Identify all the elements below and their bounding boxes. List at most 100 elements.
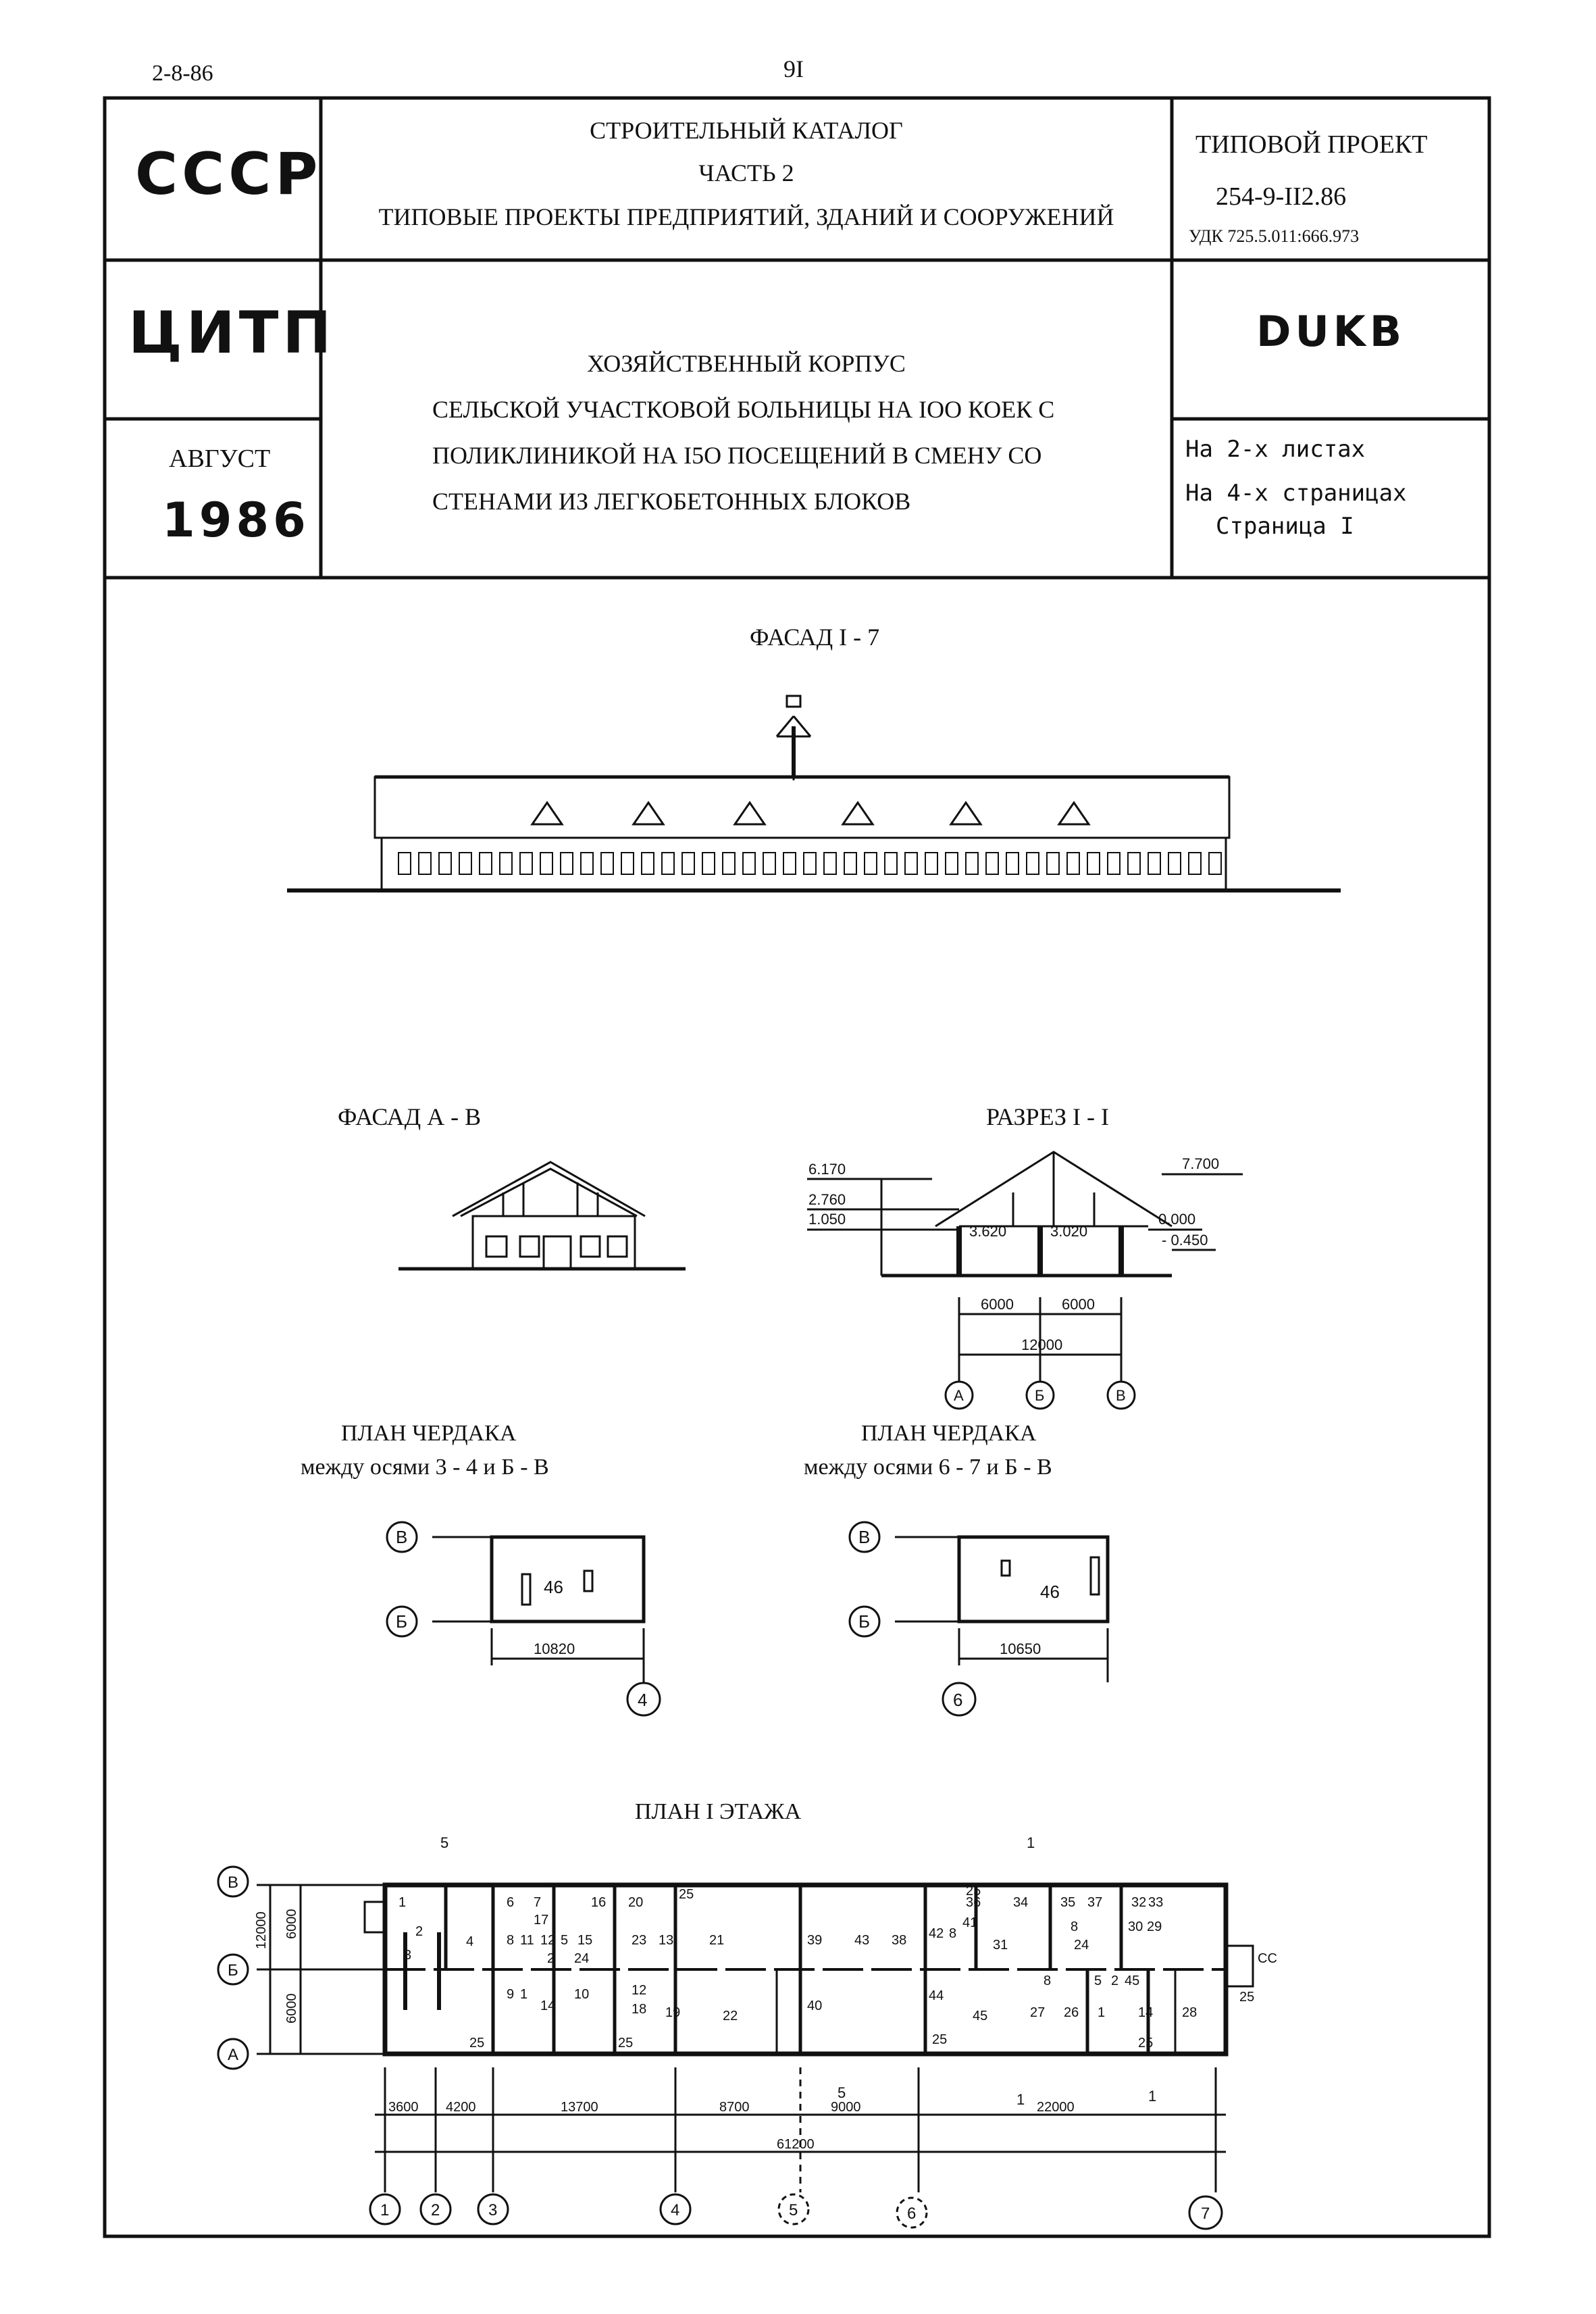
room-label: 4 — [466, 1934, 473, 1949]
cut-mark-1-top: 1 — [1027, 1834, 1035, 1851]
room-label: 15 — [577, 1933, 592, 1948]
issue-year: 1986 — [162, 493, 310, 548]
facade-window-26 — [904, 852, 918, 875]
attic1-dim: 10820 — [534, 1640, 575, 1657]
facade-window-24 — [864, 852, 877, 875]
facade-window-27 — [925, 852, 938, 875]
title-line-2: СЕЛЬСКОЙ УЧАСТКОВОЙ БОЛЬНИЦЫ НА IOO КОЕК… — [432, 396, 1055, 423]
facade-window-4 — [459, 852, 472, 875]
dim-6000-a: 6000 — [981, 1296, 1014, 1313]
dormer-vent-5 — [949, 801, 983, 826]
facade-window-7 — [519, 852, 533, 875]
plan-dim-6000-bottom: 6000 — [284, 1994, 299, 2024]
attic-plan-2-sub: между осями 6 - 7 и Б - В — [804, 1455, 1052, 1480]
room-label: 25 — [1239, 1990, 1254, 2005]
room-label: 7 — [534, 1895, 541, 1910]
plan-dim-8700: 8700 — [719, 2100, 750, 2115]
room-label: 1 — [520, 1987, 527, 2002]
facade-window-11 — [600, 852, 614, 875]
room-label: 23 — [632, 1933, 646, 1948]
facade-window-37 — [1127, 852, 1141, 875]
dormer-vent-2 — [632, 801, 665, 826]
attic2-room-46: 46 — [1040, 1582, 1060, 1602]
level-1050: 1.050 — [808, 1211, 846, 1228]
plan-col-axis-7: 7 — [1201, 2205, 1210, 2223]
attic1-axis-4: 4 — [638, 1690, 647, 1710]
plan-dim-3600: 3600 — [388, 2100, 419, 2115]
room-label: 25 — [966, 1884, 981, 1898]
plan-axis-b: Б — [228, 1961, 238, 1980]
attic1-axis-b: Б — [396, 1611, 407, 1632]
axis-b: Б — [1035, 1387, 1044, 1404]
udk-code: УДК 725.5.011:666.973 — [1189, 226, 1360, 246]
room-label: 14 — [1138, 2005, 1153, 2020]
room-label: 35 — [1060, 1895, 1075, 1910]
room-label: 20 — [628, 1895, 643, 1910]
room-label: 28 — [1182, 2005, 1197, 2020]
room-label: 8 — [1044, 1973, 1051, 1988]
floor-plan-title: ПЛАН I ЭТАЖА — [635, 1799, 802, 1824]
plan-col-axis-3: 3 — [488, 2201, 497, 2219]
room-label: 6 — [507, 1895, 514, 1910]
room-label: 37 — [1087, 1895, 1102, 1910]
room-label: 41 — [962, 1915, 977, 1930]
facade-window-34 — [1066, 852, 1080, 875]
room-label: 2 — [547, 1951, 555, 1966]
plan-col-axis-6: 6 — [907, 2205, 916, 2223]
date-stamp: 2-8-86 — [152, 61, 213, 86]
cut-mark-5-left: 5 — [440, 1834, 448, 1851]
room-label: 31 — [993, 1938, 1008, 1953]
plan-dim-22000: 22000 — [1037, 2100, 1075, 2115]
room-label: 39 — [807, 1933, 822, 1948]
room-label: 8 — [1071, 1919, 1078, 1934]
room-label: 5 — [561, 1933, 568, 1948]
plan-col-axis-1: 1 — [380, 2201, 389, 2219]
attic2-dim: 10650 — [1000, 1640, 1041, 1657]
dormer-vent-4 — [841, 801, 875, 826]
project-label: ТИПОВОЙ ПРОЕКТ — [1195, 130, 1428, 159]
room-label: 45 — [973, 2009, 987, 2023]
attic2-axis-6: 6 — [953, 1690, 962, 1710]
section-title: РАЗРЕЗ I - I — [986, 1103, 1110, 1130]
pages-count: На 4-х страницах — [1185, 480, 1407, 507]
facade-window-2 — [418, 852, 432, 875]
facade-window-21 — [803, 852, 817, 875]
facade-window-8 — [540, 852, 553, 875]
plan-dim-12000: 12000 — [254, 1911, 269, 1949]
room-label: 29 — [1147, 1919, 1162, 1934]
plan-col-axis-5: 5 — [789, 2201, 798, 2219]
room-label: 42 — [929, 1926, 944, 1941]
facade-window-33 — [1046, 852, 1060, 875]
dim-6000-b: 6000 — [1062, 1296, 1095, 1313]
facade-window-23 — [844, 852, 857, 875]
room-label: 12 — [632, 1983, 646, 1998]
facade-window-35 — [1087, 852, 1100, 875]
facade-window-10 — [580, 852, 594, 875]
room-label: 43 — [854, 1933, 869, 1948]
facade-window-3 — [438, 852, 452, 875]
plan-dim-6000-top: 6000 — [284, 1909, 299, 1940]
room-label: 8 — [949, 1926, 956, 1941]
room-label: 1 — [398, 1895, 406, 1910]
facade-window-41 — [1208, 852, 1222, 875]
room-label: 5 — [1094, 1973, 1102, 1988]
plan-dim-total: 61200 — [777, 2137, 815, 2152]
room-label: 27 — [1030, 2005, 1045, 2020]
title-line-3: ПОЛИКЛИНИКОЙ НА I5O ПОСЕЩЕНИЙ В СМЕНУ СО — [432, 442, 1042, 469]
room-label: 32 — [1131, 1895, 1146, 1910]
facade-window-15 — [681, 852, 695, 875]
axis-a: А — [954, 1387, 964, 1404]
facade-window-40 — [1188, 852, 1202, 875]
plan-axis-a: А — [228, 2046, 238, 2064]
room-label: 17 — [534, 1913, 548, 1928]
facade-window-32 — [1026, 852, 1039, 875]
issue-month: АВГУСТ — [169, 445, 271, 473]
org-citp: ЦИТП — [128, 299, 336, 367]
page-label: Страница I — [1216, 513, 1354, 540]
room-label: 25 — [618, 2036, 633, 2051]
plan-dim-13700: 13700 — [561, 2100, 598, 2115]
attic1-room-46: 46 — [544, 1577, 563, 1597]
facade-window-30 — [985, 852, 999, 875]
